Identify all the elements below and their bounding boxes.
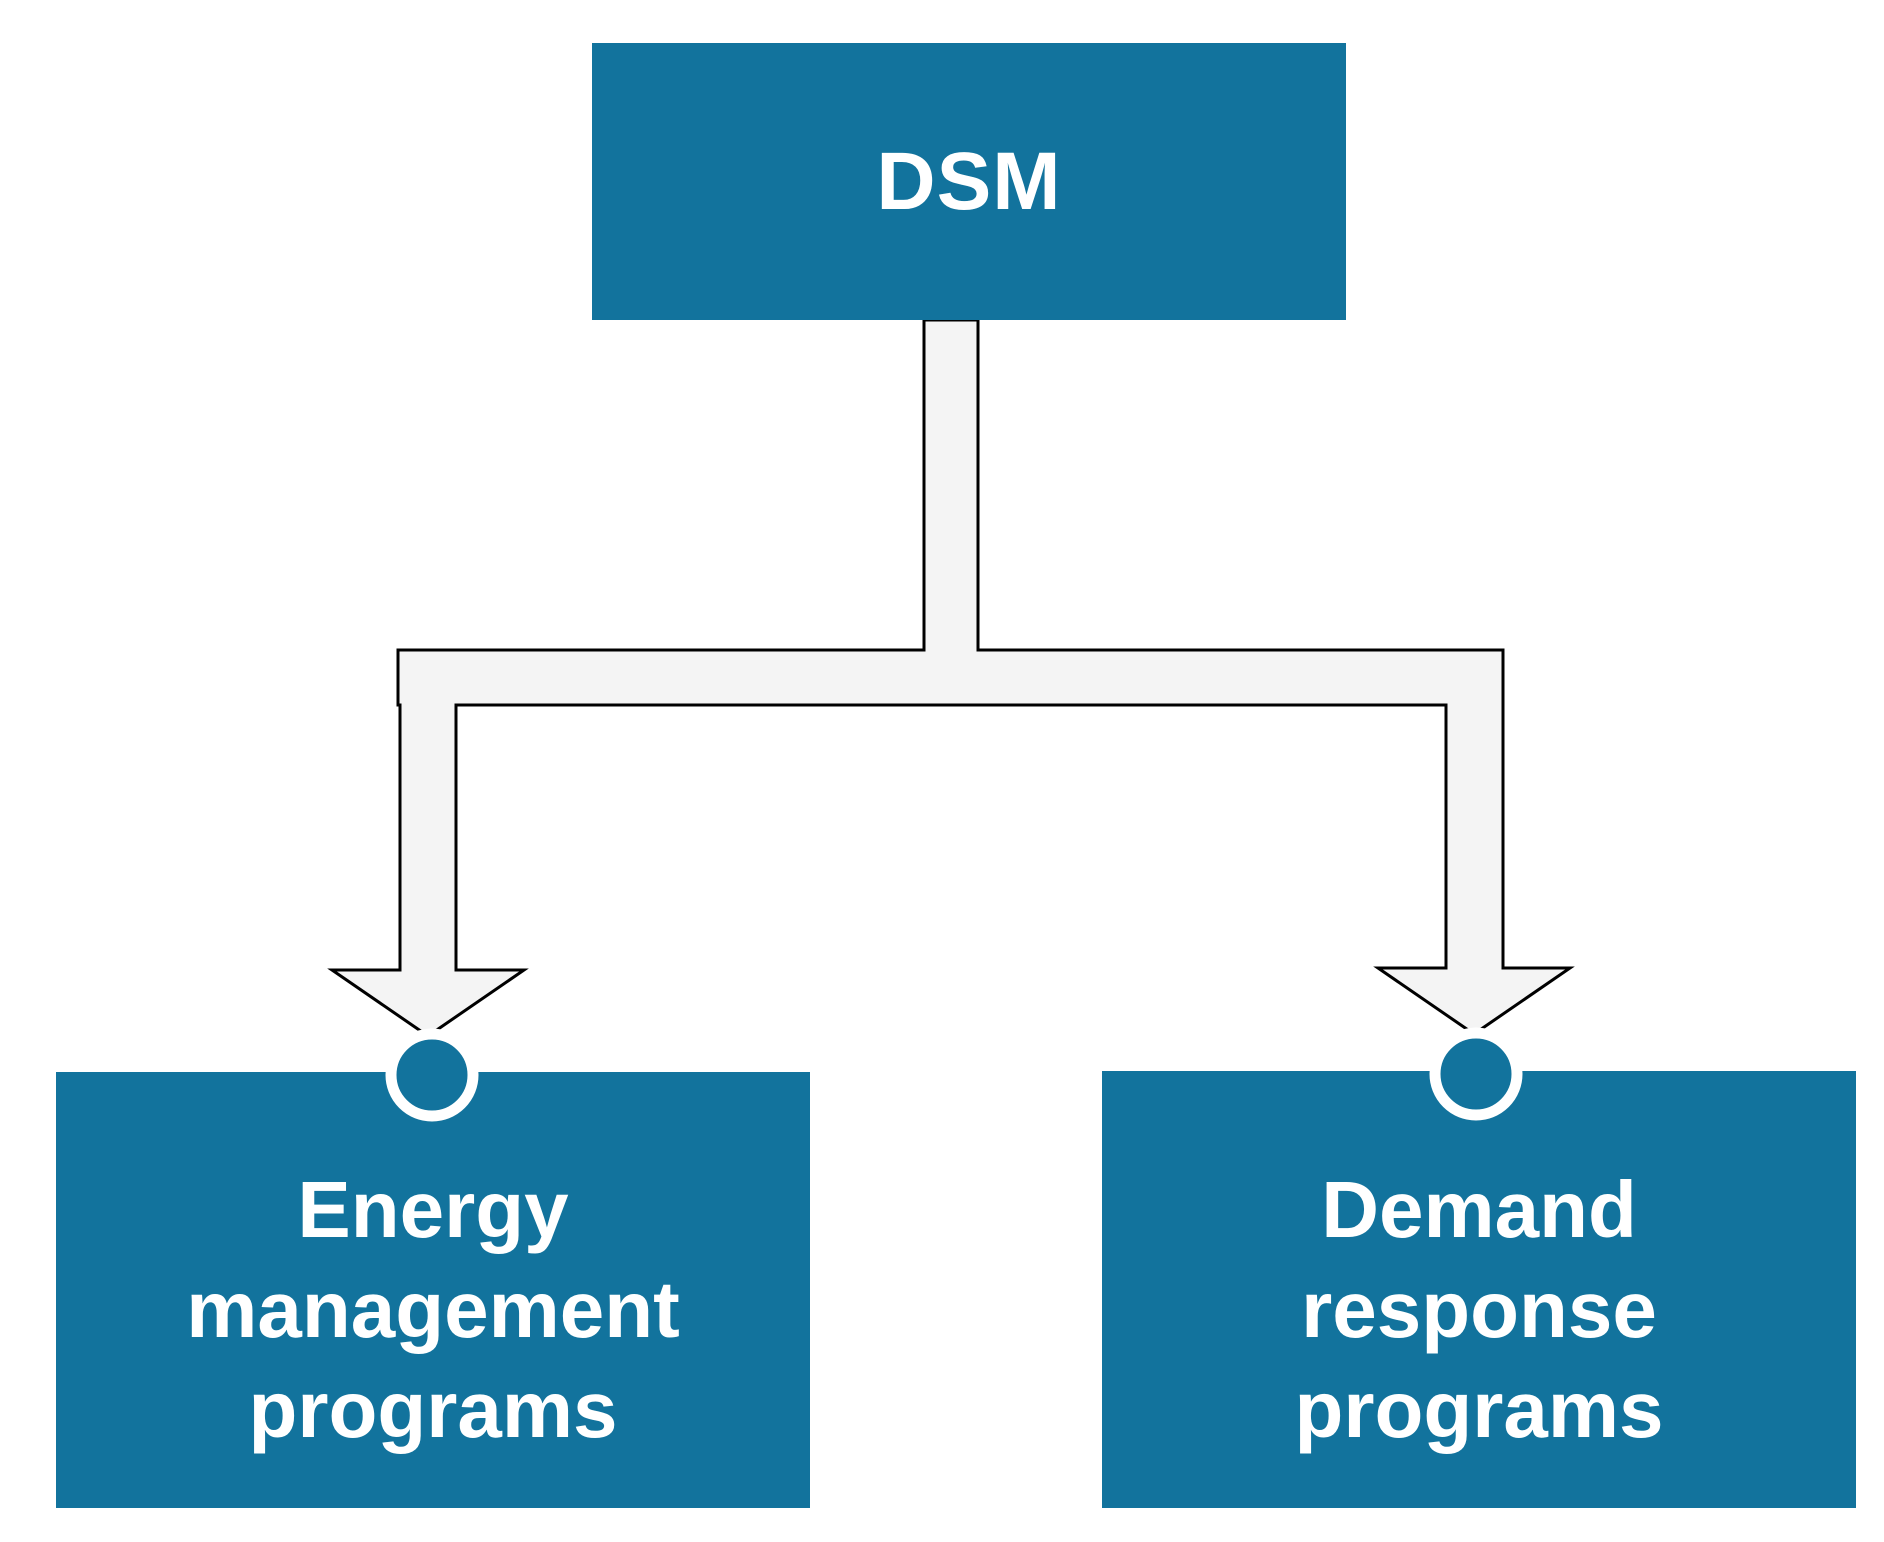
left-connection-circle bbox=[385, 1028, 479, 1122]
dsm-label: DSM bbox=[876, 135, 1062, 227]
dsm-box: DSM bbox=[592, 43, 1346, 320]
energy-management-label: Energy management programs bbox=[186, 1165, 680, 1454]
demand-response-box: Demand response programs bbox=[1102, 1071, 1856, 1508]
energy-management-box: Energy management programs bbox=[56, 1072, 810, 1508]
right-connection-circle bbox=[1429, 1027, 1523, 1121]
demand-response-label: Demand response programs bbox=[1294, 1164, 1664, 1454]
connector-arrows bbox=[327, 318, 1575, 1038]
